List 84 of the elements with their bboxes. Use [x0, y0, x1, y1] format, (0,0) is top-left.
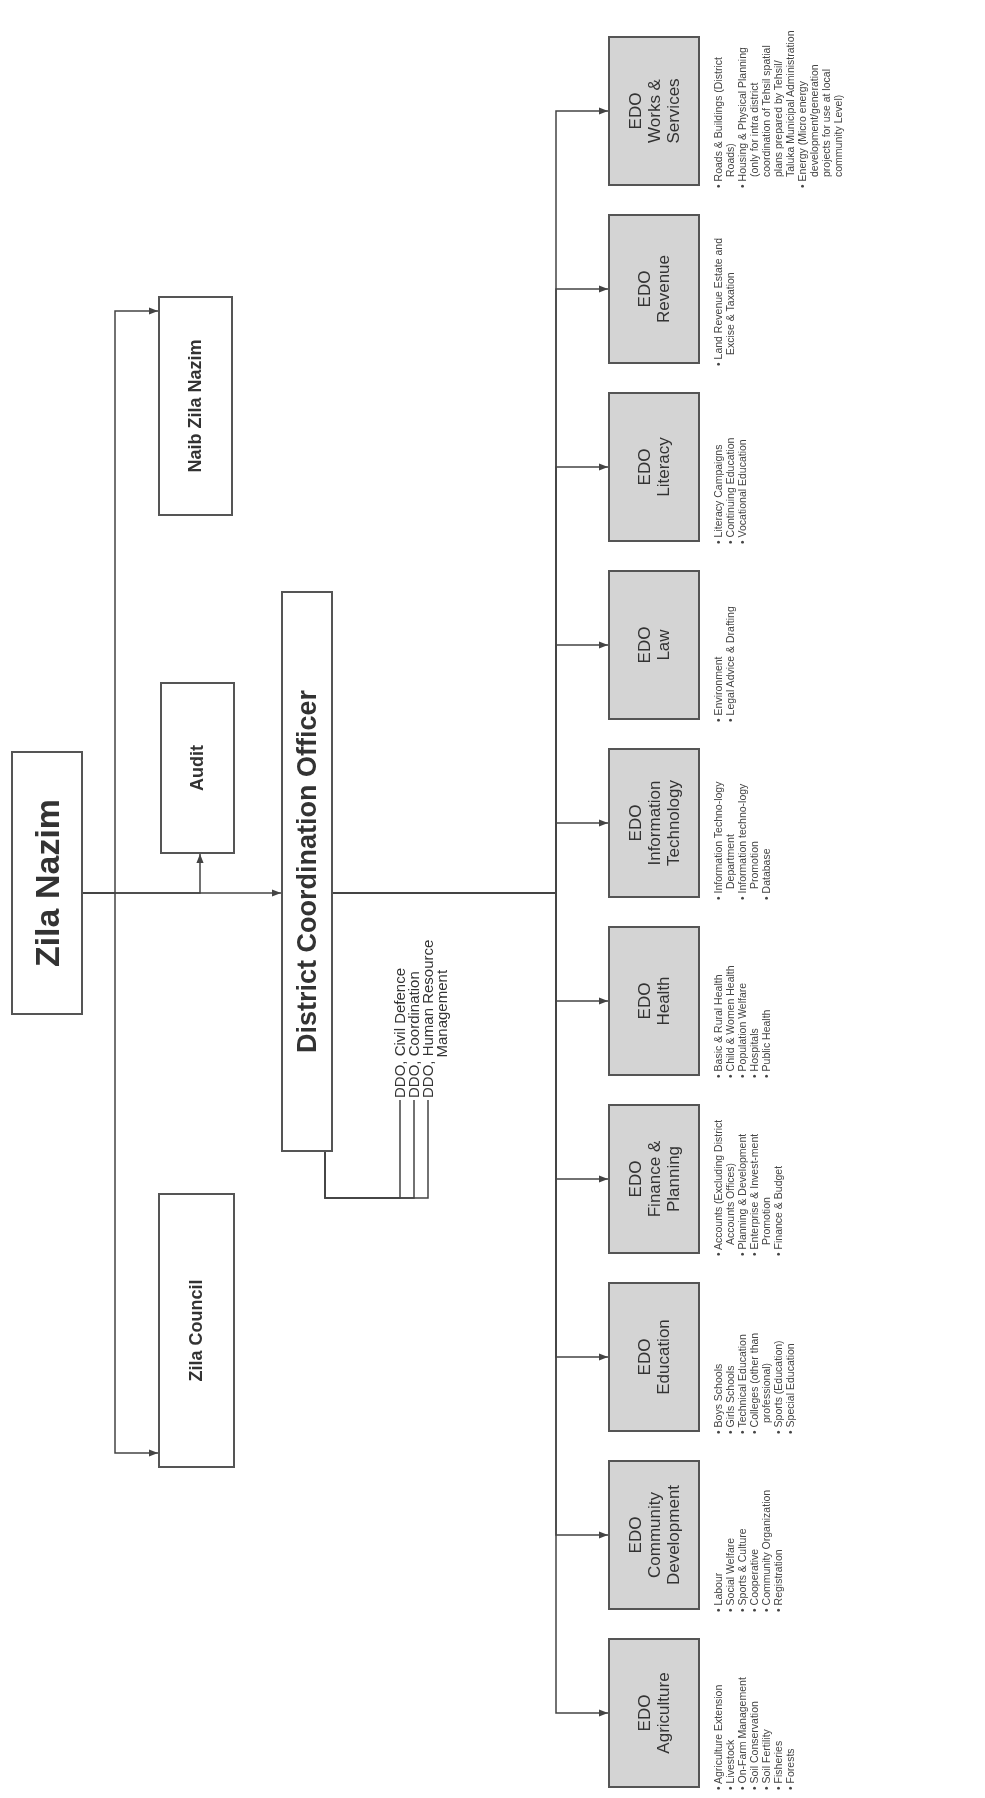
department-title: Health	[654, 976, 673, 1026]
bullet-item: • Boys Schools	[712, 1362, 724, 1434]
bullet-item: • Public Health	[760, 1008, 772, 1078]
org-box	[160, 682, 235, 854]
bullet-item: • Technical Education	[736, 1333, 748, 1434]
department-prefix: EDO	[625, 1516, 645, 1554]
bullet-item: • Population Welfare	[736, 981, 748, 1078]
department-box	[608, 570, 700, 720]
department-box	[608, 1638, 700, 1788]
department-prefix: EDO	[625, 1160, 645, 1198]
bullet-item: • Registration	[772, 1548, 784, 1612]
department-title: Revenue	[654, 254, 673, 324]
box-title: Audit	[187, 745, 208, 791]
department-box	[608, 748, 700, 898]
bullet-item: • Agriculture Extension	[712, 1683, 724, 1790]
box-title: Naib Zila Nazim	[185, 339, 206, 473]
bullet-item: • Forests	[784, 1747, 796, 1790]
bullet-item: • Cooperative	[748, 1547, 760, 1612]
bullet-item: • Roads & Buildings (District Roads)	[712, 56, 736, 188]
bullet-item: • Labour	[712, 1571, 724, 1612]
department-prefix: EDO	[635, 270, 654, 308]
bullet-item: • Sports & Culture	[736, 1527, 748, 1612]
bullet-item: • Information Techno-logy Department	[712, 780, 736, 900]
bullet-item: • Soil Conservation	[748, 1700, 760, 1790]
department-prefix: EDO	[635, 448, 654, 486]
bullet-item: • Database	[760, 847, 772, 900]
department-title: Education	[654, 1319, 673, 1395]
department-prefix: EDO	[635, 982, 654, 1020]
bullet-item: • On-Farm Management	[736, 1676, 748, 1790]
department-prefix: EDO	[635, 1694, 654, 1732]
bullet-item: • Housing & Physical Planning (only for intra district coordination of Tehsil spatial plans prepared by Tehsil/ Taluka Municipal Administration	[736, 30, 796, 188]
bullet-item: • Livestock	[724, 1738, 736, 1790]
bullet-item: • Basic & Rural Health	[712, 973, 724, 1078]
bullet-item: • Sports (Education)	[772, 1339, 784, 1434]
bullet-item: • Literacy Campaigns	[712, 443, 724, 544]
box-title: Zila Nazim	[27, 798, 67, 968]
bullet-item: • Community Organization	[760, 1488, 772, 1612]
department-prefix: EDO	[635, 626, 654, 664]
department-box	[608, 1104, 700, 1254]
bullet-item: • Fisheries	[772, 1739, 784, 1790]
bullet-item: • Child & Women Health	[724, 964, 736, 1078]
bullet-item: • Vocational Education	[736, 438, 748, 544]
bullet-item: • Girls Schools	[724, 1364, 736, 1434]
bullet-item: • Environment	[712, 655, 724, 722]
officer-label-text: DDO, Coordination	[407, 970, 421, 1098]
bullet-item: • Finance & Budget	[772, 1164, 784, 1256]
org-box	[281, 591, 333, 1152]
department-title: Agriculture	[654, 1672, 673, 1754]
department-title: Works & Services	[644, 77, 683, 146]
arrow	[82, 889, 282, 897]
department-box	[608, 214, 700, 364]
bullet-item: • Enterprise & Invest-ment Promotion	[748, 1132, 772, 1256]
bullet-item: • Legal Advice & Drafting	[724, 605, 736, 722]
department-title: Law	[654, 629, 673, 661]
department-prefix: EDO	[625, 92, 645, 130]
bullet-item: • Hospitals	[748, 1027, 760, 1078]
department-box	[608, 1460, 700, 1610]
bullet-item: • Soil Fertility	[760, 1728, 772, 1790]
bullet-item: • Accounts (Excluding District Accounts Offices)	[712, 1118, 736, 1256]
officer-label-text: DDO, Civil Defence	[393, 966, 407, 1098]
department-prefix: EDO	[635, 1338, 654, 1376]
bullet-item: • Social Welfare	[724, 1536, 736, 1612]
bullet-item: • Colleges (other than professional)	[748, 1331, 772, 1434]
department-title: Community Development	[644, 1483, 683, 1588]
bullet-item: • Land Revenue Estate and Excise & Taxation	[712, 236, 736, 366]
department-box	[608, 926, 700, 1076]
department-title: Information Technology	[644, 779, 683, 868]
bullet-item: • Energy (Micro energy development/generation projects for use at local community Level)	[796, 63, 844, 188]
box-title: District Coordination Officer	[291, 690, 323, 1053]
department-title: Finance & Planning	[644, 1139, 683, 1220]
box-title: Zila Council	[186, 1279, 207, 1382]
department-box	[608, 1282, 700, 1432]
department-box	[608, 392, 700, 542]
org-box	[158, 1193, 235, 1468]
department-prefix: EDO	[625, 804, 645, 842]
head-box	[11, 751, 83, 1015]
department-box	[608, 36, 700, 186]
org-box	[158, 296, 233, 516]
bullet-item: • Special Education	[784, 1342, 796, 1434]
bullet-item: • Continuing Education	[724, 436, 736, 544]
bullet-item: • Information techno-logy Promotion	[736, 782, 760, 900]
department-title: Literacy	[654, 437, 673, 497]
officer-label-text: DDO, Human Resource Management	[421, 938, 449, 1098]
bullet-item: • Planning & Development	[736, 1132, 748, 1256]
